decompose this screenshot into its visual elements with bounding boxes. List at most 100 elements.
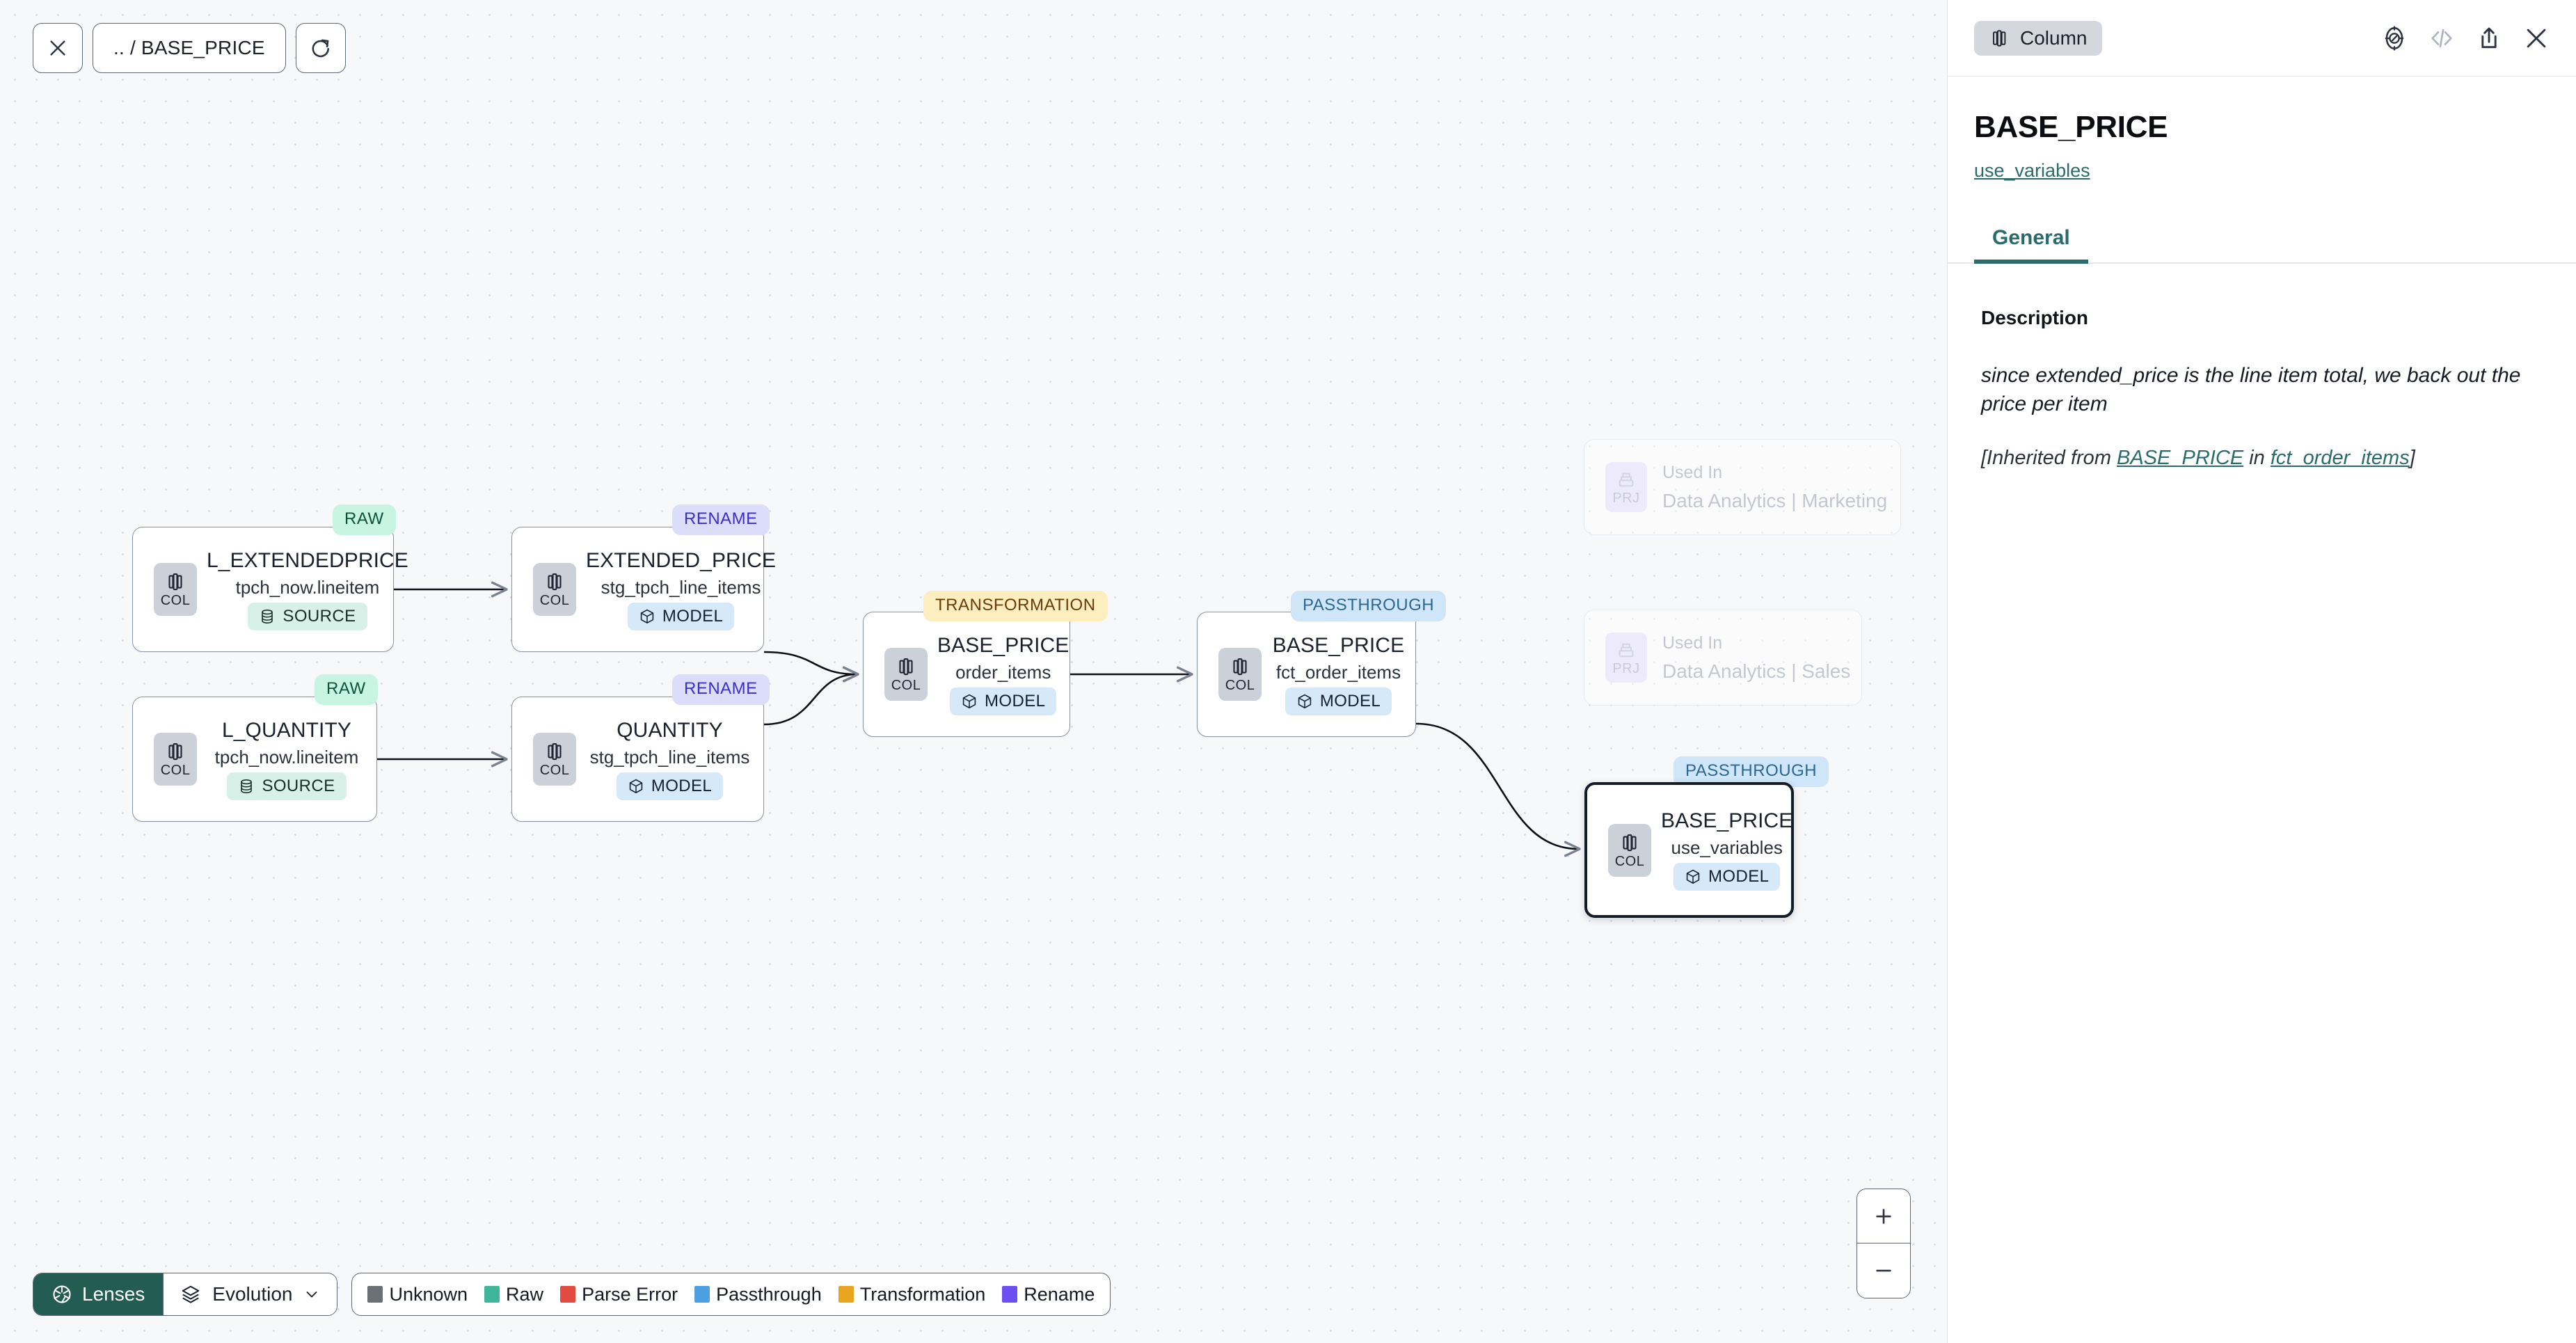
cube-icon [1298, 694, 1312, 708]
node-kind-badge-transformation: TRANSFORMATION [923, 591, 1108, 621]
column-icon-box: COL [533, 733, 576, 786]
node-subtitle: tpch_now.lineitem [214, 746, 359, 768]
node-material-label: MODEL [1319, 691, 1381, 710]
legend-swatch [367, 1286, 383, 1303]
inherited-note: [Inherited from BASE_PRICE in fct_order_… [1981, 447, 2543, 470]
legend-item[interactable]: Transformation [838, 1283, 986, 1305]
used-in-value: Data Analytics | Marketing [1662, 489, 1888, 511]
legend-label: Passthrough [716, 1283, 822, 1305]
project-icon [1619, 643, 1634, 658]
minus-icon [1876, 1269, 1891, 1272]
database-icon [262, 609, 273, 623]
node-kind-badge-raw: RAW [333, 504, 396, 535]
column-icon [899, 658, 913, 676]
inherited-model-link[interactable]: fct_order_items [2270, 446, 2410, 469]
inherited-suffix: ] [2409, 446, 2415, 469]
cube-icon [1686, 869, 1700, 884]
inherited-column-link[interactable]: BASE_PRICE [2117, 446, 2244, 469]
used-in-label: Used In [1662, 633, 1723, 653]
legend-swatch [838, 1286, 854, 1303]
close-panel-button[interactable] [2523, 25, 2550, 51]
node-icon-label: COL [1225, 678, 1255, 693]
column-icon-box: COL [533, 563, 576, 616]
lenses-button[interactable]: Lenses [33, 1273, 164, 1315]
page-title: BASE_PRICE [1974, 110, 2168, 144]
node-material-chip: MODEL [1673, 863, 1781, 891]
column-icon [548, 742, 562, 761]
node-title: BASE_PRICE [937, 633, 1070, 657]
compass-icon [2385, 25, 2404, 51]
refresh-button[interactable] [295, 23, 346, 73]
node-title: L_EXTENDEDPRICE [207, 548, 408, 572]
canvas-toolbar: .. / BASE_PRICE [33, 23, 346, 73]
breadcrumb[interactable]: .. / BASE_PRICE [93, 23, 286, 73]
share-button[interactable] [2476, 25, 2502, 51]
edge-qty-orderitems [763, 674, 857, 726]
legend-label: Transformation [859, 1283, 986, 1305]
lenses-group: Lenses Evolution [33, 1273, 338, 1316]
cube-icon [962, 694, 976, 708]
model-link[interactable]: use_variables [1974, 160, 2090, 181]
node-title: EXTENDED_PRICE [586, 548, 777, 572]
column-icon [1233, 658, 1247, 676]
node-icon-label: COL [539, 593, 570, 608]
node-material-label: SOURCE [262, 776, 335, 795]
column-icon [1623, 834, 1637, 851]
node-material-chip: SOURCE [227, 772, 347, 800]
node-material-label: MODEL [651, 776, 713, 795]
panel-tabs: General [1948, 226, 2576, 264]
close-graph-button[interactable] [33, 23, 83, 73]
column-icon [548, 573, 562, 591]
close-icon [50, 40, 65, 56]
inherited-prefix: [Inherited from [1981, 446, 2117, 469]
node-material-label: MODEL [1708, 867, 1770, 886]
node-material-chip: MODEL [616, 772, 724, 800]
type-badge-label: Column [2020, 26, 2088, 49]
legend-item[interactable]: Parse Error [560, 1284, 678, 1305]
node-subtitle: stg_tpch_line_items [601, 576, 761, 598]
code-button[interactable] [2428, 25, 2455, 51]
node-title: BASE_PRICE [1661, 809, 1793, 832]
tab-general[interactable]: General [1974, 226, 2088, 264]
legend-item[interactable]: Rename [1002, 1284, 1095, 1305]
close-icon [2527, 29, 2546, 47]
project-icon-box: PRJ [1605, 633, 1647, 683]
zoom-controls [1857, 1189, 1911, 1298]
edge-extprice-orderitems [763, 651, 857, 674]
share-icon [2481, 27, 2497, 48]
zoom-in-button[interactable] [1857, 1189, 1910, 1243]
legend-item[interactable]: Passthrough [694, 1284, 822, 1305]
plus-icon [1876, 1208, 1891, 1224]
node-material-label: MODEL [662, 606, 724, 626]
evolution-label: Evolution [212, 1283, 293, 1305]
panel-header: Column [1948, 0, 2576, 77]
evolution-dropdown[interactable]: Evolution [163, 1273, 337, 1315]
compass-button[interactable] [2381, 25, 2408, 51]
node-icon-label: COL [160, 763, 191, 778]
legend-item[interactable]: Unknown [367, 1284, 468, 1305]
column-icon-box: COL [1608, 823, 1651, 877]
legend-item[interactable]: Raw [484, 1284, 543, 1305]
node-material-chip: SOURCE [248, 602, 367, 630]
node-kind-badge-rename: RENAME [672, 504, 770, 535]
legend: Unknown Raw Parse Error Passthrough Transfor… [351, 1273, 1111, 1316]
node-icon-label: COL [539, 763, 570, 778]
column-icon-box: COL [154, 733, 197, 786]
project-icon [1619, 472, 1634, 487]
zoom-out-button[interactable] [1857, 1243, 1910, 1298]
